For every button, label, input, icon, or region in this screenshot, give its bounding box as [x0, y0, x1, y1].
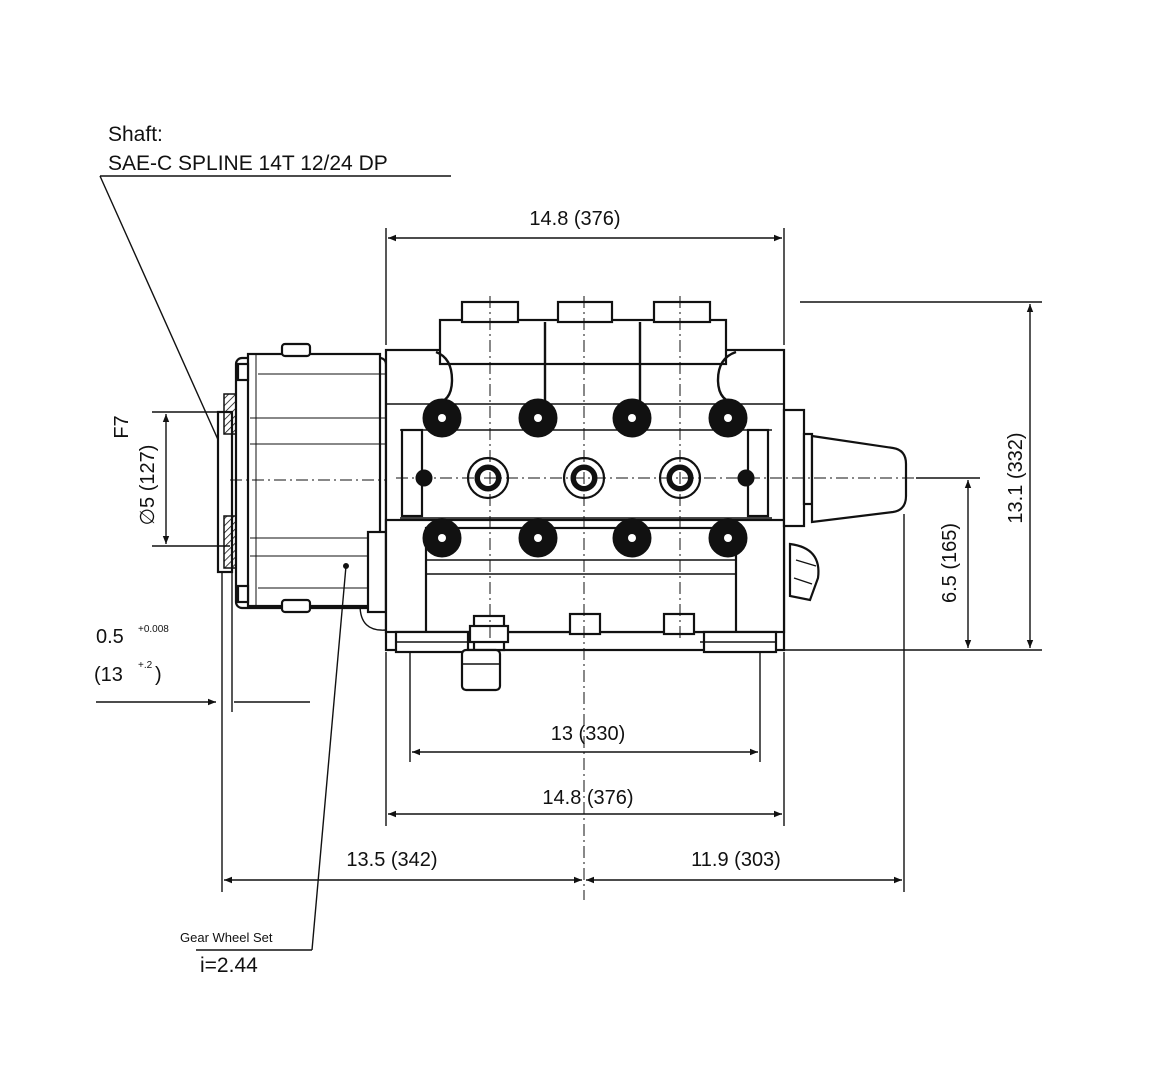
spigot-depth-mm-close: ) — [155, 664, 162, 686]
dimension-top-width: 14.8 (376) — [385, 208, 785, 345]
spigot-depth-label: 0.5 — [96, 626, 124, 648]
gear-label: Gear Wheel Set — [180, 930, 273, 945]
lower-bolts — [422, 518, 748, 558]
top-width-label: 14.8 (376) — [529, 208, 620, 230]
gearbox-housing — [216, 342, 390, 631]
dimension-offsets: 13.5 (342) 11.9 (303) — [221, 514, 905, 892]
upper-bolts — [422, 398, 748, 438]
dimension-base-width: 14.8 (376) — [385, 652, 785, 826]
spigot-depth-mm-label: (13 — [94, 664, 123, 686]
dimension-spigot-depth: 0.5 +0.008 (13 +.2 ) — [94, 572, 310, 712]
output-shaft-cone — [810, 434, 908, 524]
center-height-label: 6.5 (165) — [939, 523, 961, 603]
drain-fitting — [460, 612, 696, 692]
pump-body — [216, 296, 916, 900]
dimension-overall-height: 13.1 (332) — [784, 301, 1042, 651]
shaft-title: Shaft: — [108, 123, 163, 146]
left-offset-label: 13.5 (342) — [346, 849, 437, 871]
outlet-elbow — [788, 542, 820, 602]
shaft-spec: SAE-C SPLINE 14T 12/24 DP — [108, 152, 388, 175]
dimension-center-height: 6.5 (165) — [916, 477, 980, 648]
base-width-label: 14.8 (376) — [542, 787, 633, 809]
gear-callout: Gear Wheel Set i=2.44 — [180, 563, 349, 977]
spigot-depth-tolerance: +0.008 — [138, 624, 169, 635]
shaft-callout: Shaft: SAE-C SPLINE 14T 12/24 DP — [99, 123, 451, 463]
foot-spacing-label: 13 (330) — [551, 723, 626, 745]
dimension-foot-spacing: 13 (330) — [409, 652, 761, 762]
flange-fit-label: F7 — [111, 415, 133, 438]
dimension-flange-diameter: F7 ∅5 (127) — [111, 411, 230, 547]
right-offset-label: 11.9 (303) — [691, 849, 781, 871]
overall-height-label: 13.1 (332) — [1005, 432, 1027, 523]
gear-ratio: i=2.44 — [200, 954, 258, 977]
flange-diameter-label: ∅5 (127) — [137, 445, 159, 526]
spigot-depth-mm-tolerance: +.2 — [138, 660, 153, 671]
center-lines — [396, 296, 916, 900]
crankcase — [384, 300, 814, 654]
